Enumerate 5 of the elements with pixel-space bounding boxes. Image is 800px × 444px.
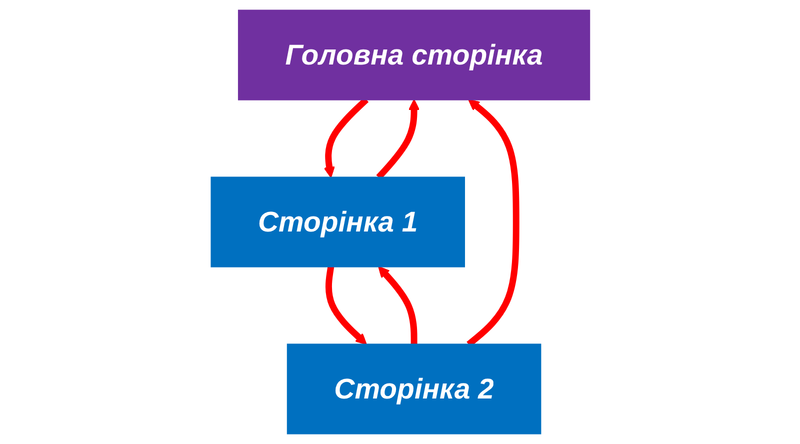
node-box: Сторінка 1: [210, 176, 465, 268]
node-box: Сторінка 2: [286, 344, 541, 434]
arrow: [378, 266, 417, 344]
node-box: Головна сторінка: [238, 10, 590, 100]
arrow: [325, 266, 366, 345]
